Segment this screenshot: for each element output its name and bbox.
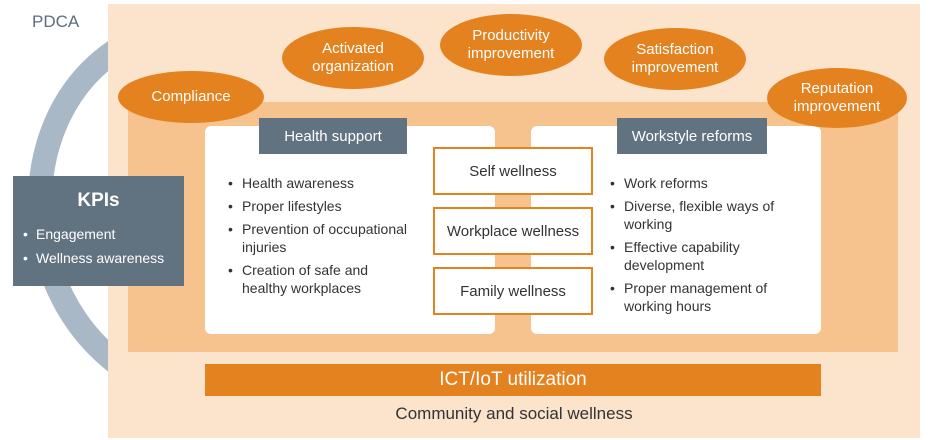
health-support-list: Health awareness Proper lifestyles Preve…: [228, 174, 478, 302]
outcome-label: Satisfaction improvement: [631, 41, 719, 76]
self-wellness-box: Self wellness: [433, 147, 593, 195]
ict-iot-bar: ICT/IoT utilization: [205, 364, 821, 396]
list-item: Engagement: [23, 224, 164, 244]
community-label: Community and social wellness: [395, 404, 633, 423]
family-wellness-box: Family wellness: [433, 267, 593, 315]
list-item: Wellness awareness: [23, 248, 164, 268]
outcome-label: Activated organization: [312, 40, 394, 75]
outcome-activated-organization: Activated organization: [282, 27, 424, 89]
outcome-compliance: Compliance: [118, 71, 264, 123]
list-item: Proper management of working hours: [610, 279, 794, 315]
list-item: Proper lifestyles: [228, 197, 478, 215]
workstyle-reforms-title: Workstyle reforms: [617, 118, 767, 154]
outcome-label: Compliance: [151, 88, 231, 105]
list-item: Health awareness: [228, 174, 478, 192]
workplace-wellness-box: Workplace wellness: [433, 207, 593, 255]
workstyle-reforms-list: Work reforms Diverse, flexible ways of w…: [610, 174, 810, 320]
outcome-reputation-improvement: Reputation improvement: [767, 68, 907, 128]
kpi-box: KPIs Engagement Wellness awareness: [13, 176, 184, 286]
pdca-label: PDCA: [32, 12, 80, 31]
outcome-label: Reputation improvement: [793, 80, 881, 115]
outcome-productivity-improvement: Productivity improvement: [440, 14, 582, 76]
list-item: Diverse, flexible ways of working: [610, 197, 794, 233]
kpi-title: KPIs: [77, 190, 120, 211]
kpi-list: Engagement Wellness awareness: [23, 224, 164, 272]
list-item: Effective capability development: [610, 238, 774, 274]
list-item: Creation of safe and healthy workplaces: [228, 261, 412, 297]
list-item: Work reforms: [610, 174, 810, 192]
list-item: Prevention of occupational injuries: [228, 220, 412, 256]
outcome-label: Productivity improvement: [467, 27, 555, 62]
health-support-title: Health support: [259, 118, 407, 154]
outcome-satisfaction-improvement: Satisfaction improvement: [604, 28, 746, 90]
